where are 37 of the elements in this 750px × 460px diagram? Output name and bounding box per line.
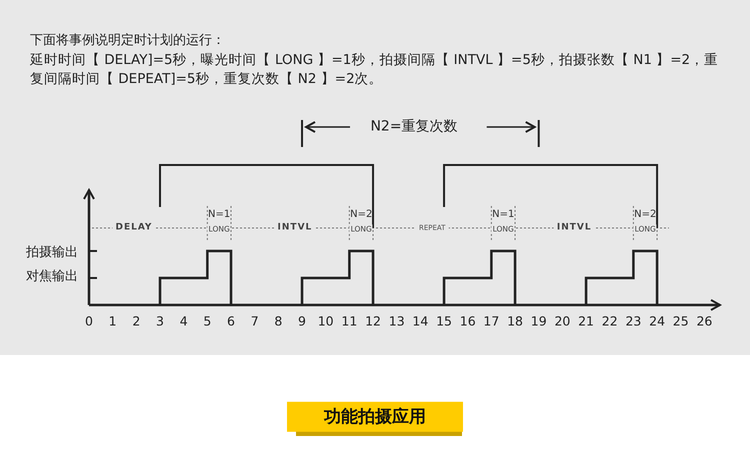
tick-label: 18 — [507, 314, 523, 328]
tick-label: 14 — [412, 314, 428, 328]
section-heading: 功能拍摄应用 — [287, 402, 463, 432]
axis-label: 对焦输出 — [26, 269, 78, 285]
tick-label: 2 — [132, 314, 140, 328]
count-label: N=1 — [208, 209, 230, 221]
tick-label: 25 — [672, 314, 689, 328]
tick-label: 0 — [85, 314, 93, 328]
tick-label: 12 — [365, 314, 381, 328]
dimension-label: N2=重复次数 — [370, 118, 458, 136]
tick-label: 5 — [203, 314, 212, 328]
tick-label: 22 — [602, 314, 618, 328]
tick-label: 26 — [696, 314, 712, 328]
count-label: N=2 — [350, 209, 372, 221]
tick-label: 23 — [625, 314, 642, 328]
tick-label: 24 — [649, 314, 666, 328]
tick-label: 15 — [436, 314, 452, 328]
tick-label: 13 — [388, 314, 405, 328]
tick-label: 8 — [274, 314, 282, 328]
tick-label: 1 — [108, 314, 117, 328]
parameter-text: 延时时间【 DELAY]=5秒，曝光时间【 LONG 】=1秒，拍摄间隔【 INTVL 】=5秒，拍摄张数【 N1 】=2，重复间隔时间【 DEPEAT]=5秒，重复次数【 N2 】=2次。 — [30, 51, 720, 89]
tick-label: 6 — [227, 314, 235, 328]
count-label: N=2 — [634, 209, 656, 221]
tick-label: 16 — [460, 314, 476, 328]
intro-text: 下面将事例说明定时计划的运行： — [30, 33, 225, 49]
tick-label: 19 — [530, 314, 547, 328]
tick-label: 4 — [180, 314, 188, 328]
count-label: N=1 — [492, 209, 514, 221]
tick-label: 20 — [554, 314, 570, 328]
tick-label: 21 — [578, 314, 594, 328]
tick-label: 10 — [318, 314, 334, 328]
tick-label: 9 — [298, 314, 306, 328]
axis-label: 拍摄输出 — [26, 245, 78, 261]
tick-label: 17 — [483, 314, 500, 328]
tick-label: 11 — [341, 314, 358, 328]
tick-label: 7 — [250, 314, 259, 328]
tick-label: 3 — [156, 314, 164, 328]
